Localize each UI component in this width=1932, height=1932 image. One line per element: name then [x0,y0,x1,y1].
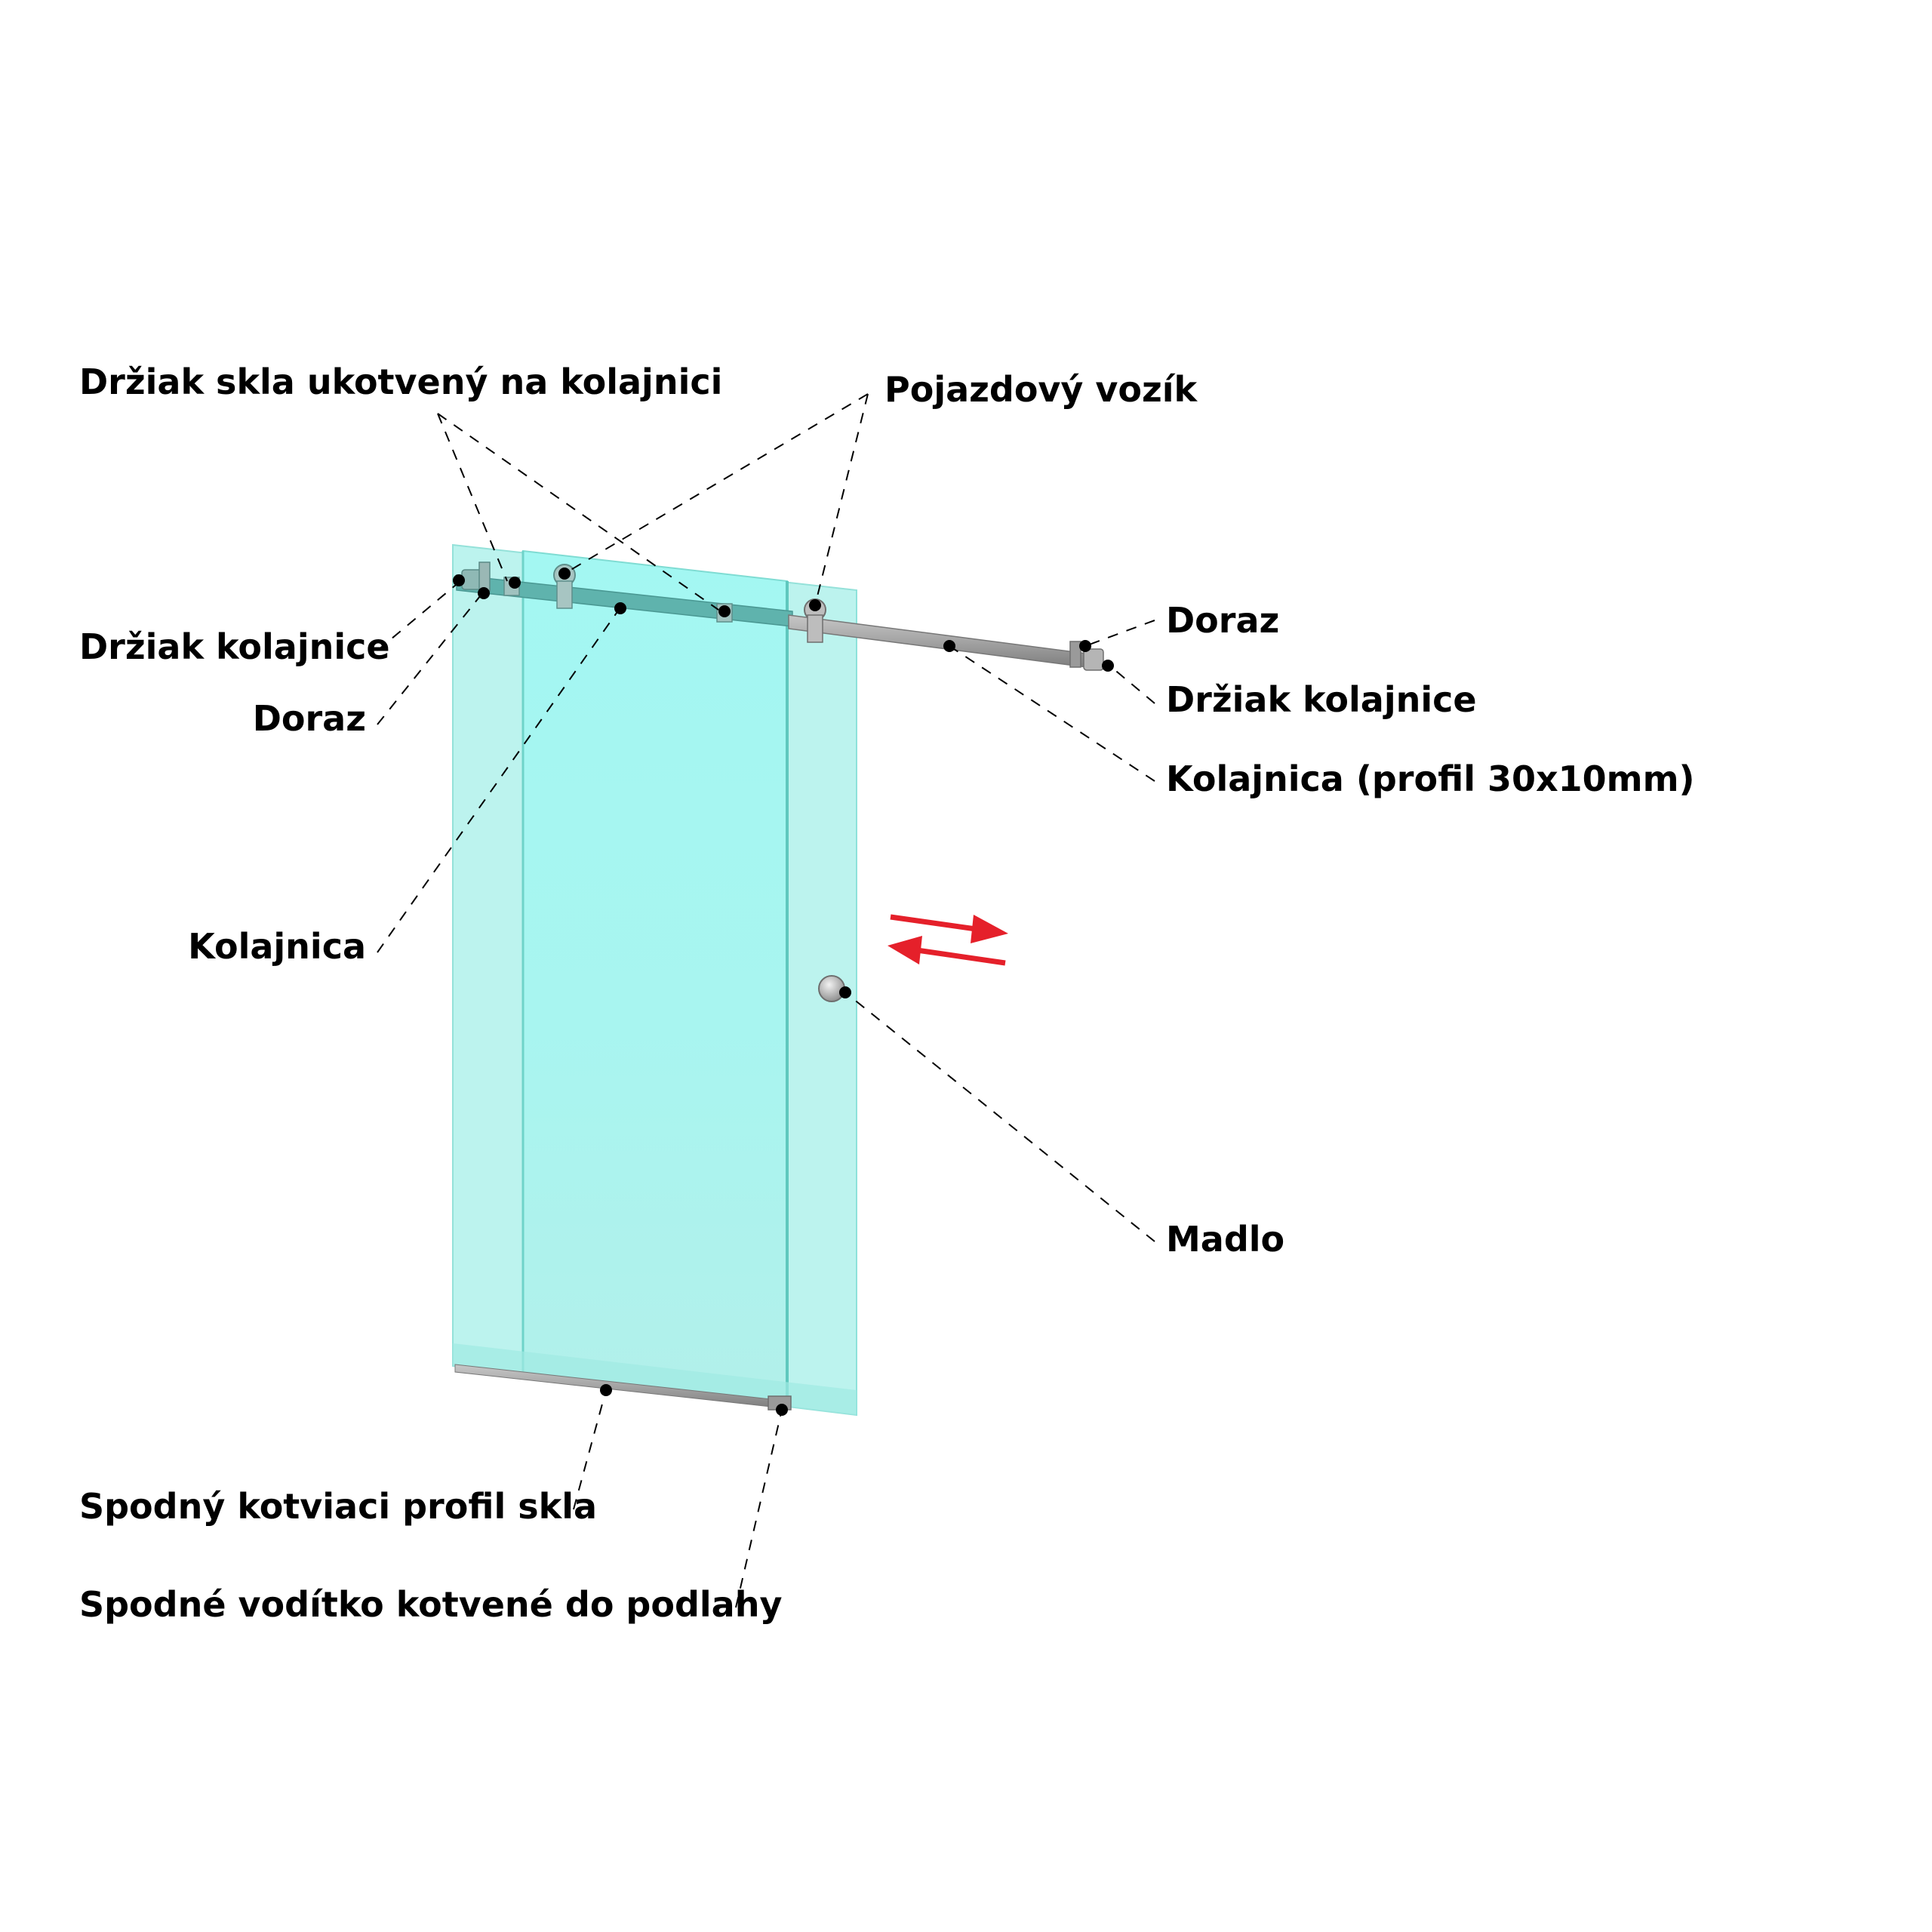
leader-carriage-2 [814,393,869,606]
label-rail-holder-right: Držiak kolajnice [1166,679,1477,720]
label-handle: Madlo [1166,1219,1284,1260]
dot-glass-holder-right [718,605,731,617]
label-rail-left: Kolajnica [188,926,366,967]
dot-bottom-guide [776,1404,788,1416]
dot-glass-holder-left [509,577,521,589]
leader-bottom-profile [573,1389,607,1510]
sliding-direction-arrows [888,914,1008,966]
label-rail-profile: Kolajnica (profil 30x10mm) [1166,758,1695,799]
labels: Držiak skla ukotvený na kolajnici Pojazd… [79,361,1695,1625]
label-stop-left: Doraz [253,698,366,739]
arrow-right-icon [890,914,1008,943]
right-stop [1069,641,1081,668]
leader-stop-left [377,592,484,725]
leader-rail-profile [949,645,1155,782]
leader-lines [377,393,1155,1608]
label-stop-right: Doraz [1166,600,1279,641]
label-bottom-profile: Spodný kotviaci profil skla [79,1486,597,1527]
door-assembly [452,543,1104,1417]
left-stop [478,561,491,592]
dot-handle [839,986,851,998]
left-rail-holder-assembly [461,561,491,592]
right-rail-holder-assembly [1069,641,1104,671]
dot-bottom-profile [600,1384,612,1396]
sliding-glass-panel [522,549,788,1405]
dot-rail-left [614,602,626,614]
label-bottom-guide: Spodné vodítko kotvené do podlahy [79,1584,782,1625]
dot-rail-profile [943,640,955,652]
label-glass-holder-on-rail: Držiak skla ukotvený na kolajnici [79,361,722,402]
dot-stop-left [478,587,490,599]
leader-rail-holder-right [1107,663,1155,704]
label-rail-holder-left: Držiak kolajnice [79,626,390,667]
right-rail-holder [1083,648,1104,671]
dot-carriage-right [809,599,821,611]
dot-stop-right [1079,640,1091,652]
dot-rail-holder-left [453,574,465,586]
leader-stop-right [1084,620,1155,647]
leader-carriage-1 [564,393,869,574]
dot-rail-holder-right [1102,660,1114,672]
leader-bottom-guide [735,1409,783,1608]
leader-handle [844,992,1155,1242]
arrow-left-icon [888,936,1006,966]
dot-carriage-left [558,568,571,580]
callout-dots [453,568,1114,1416]
label-carriage: Pojazdový vozík [884,369,1198,410]
